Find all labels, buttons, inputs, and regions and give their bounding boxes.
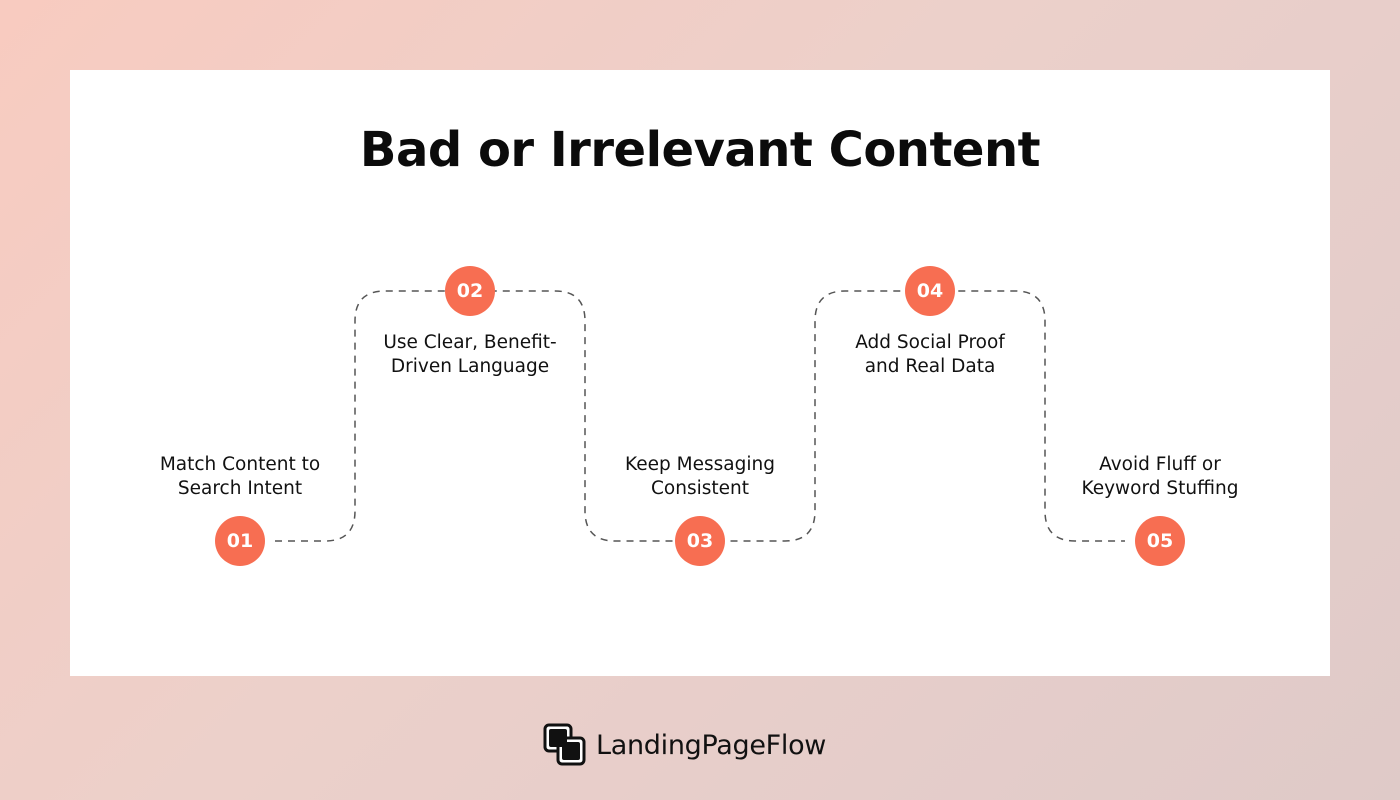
step-04-label: Add Social Proof and Real Data (830, 331, 1030, 379)
step-03-label-line-2: Consistent (651, 478, 749, 499)
step-02-label: Use Clear, Benefit- Driven Language (370, 331, 570, 379)
step-04-label-line-1: Add Social Proof (855, 332, 1005, 353)
step-03-label: Keep Messaging Consistent (600, 453, 800, 501)
step-05-badge: 05 (1135, 516, 1185, 566)
brand-name: LandingPageFlow (596, 729, 827, 761)
step-01-badge: 01 (215, 516, 265, 566)
step-02-badge: 02 (445, 266, 495, 316)
step-04-label-line-2: and Real Data (864, 356, 996, 377)
content-card (70, 70, 1330, 676)
step-02-label-line-2: Driven Language (390, 356, 550, 377)
step-05-label-line-2: Keyword Stuffing (1081, 478, 1239, 499)
step-03-label-line-1: Keep Messaging (625, 454, 775, 475)
step-01-label: Match Content to Search Intent (140, 453, 340, 501)
footer-brand: LandingPageFlow (543, 722, 826, 768)
step-01-label-line-2: Search Intent (177, 478, 303, 499)
step-01-label-line-1: Match Content to (159, 454, 321, 475)
step-05-label: Avoid Fluff or Keyword Stuffing (1060, 453, 1260, 501)
overlapping-squares-logo-icon (543, 723, 586, 766)
step-04-badge: 04 (905, 266, 955, 316)
page-title: Bad or Irrelevant Content (359, 122, 1041, 178)
step-02-label-line-1: Use Clear, Benefit- (383, 332, 557, 353)
step-05-label-line-1: Avoid Fluff or (1099, 454, 1221, 475)
step-03-badge: 03 (675, 516, 725, 566)
